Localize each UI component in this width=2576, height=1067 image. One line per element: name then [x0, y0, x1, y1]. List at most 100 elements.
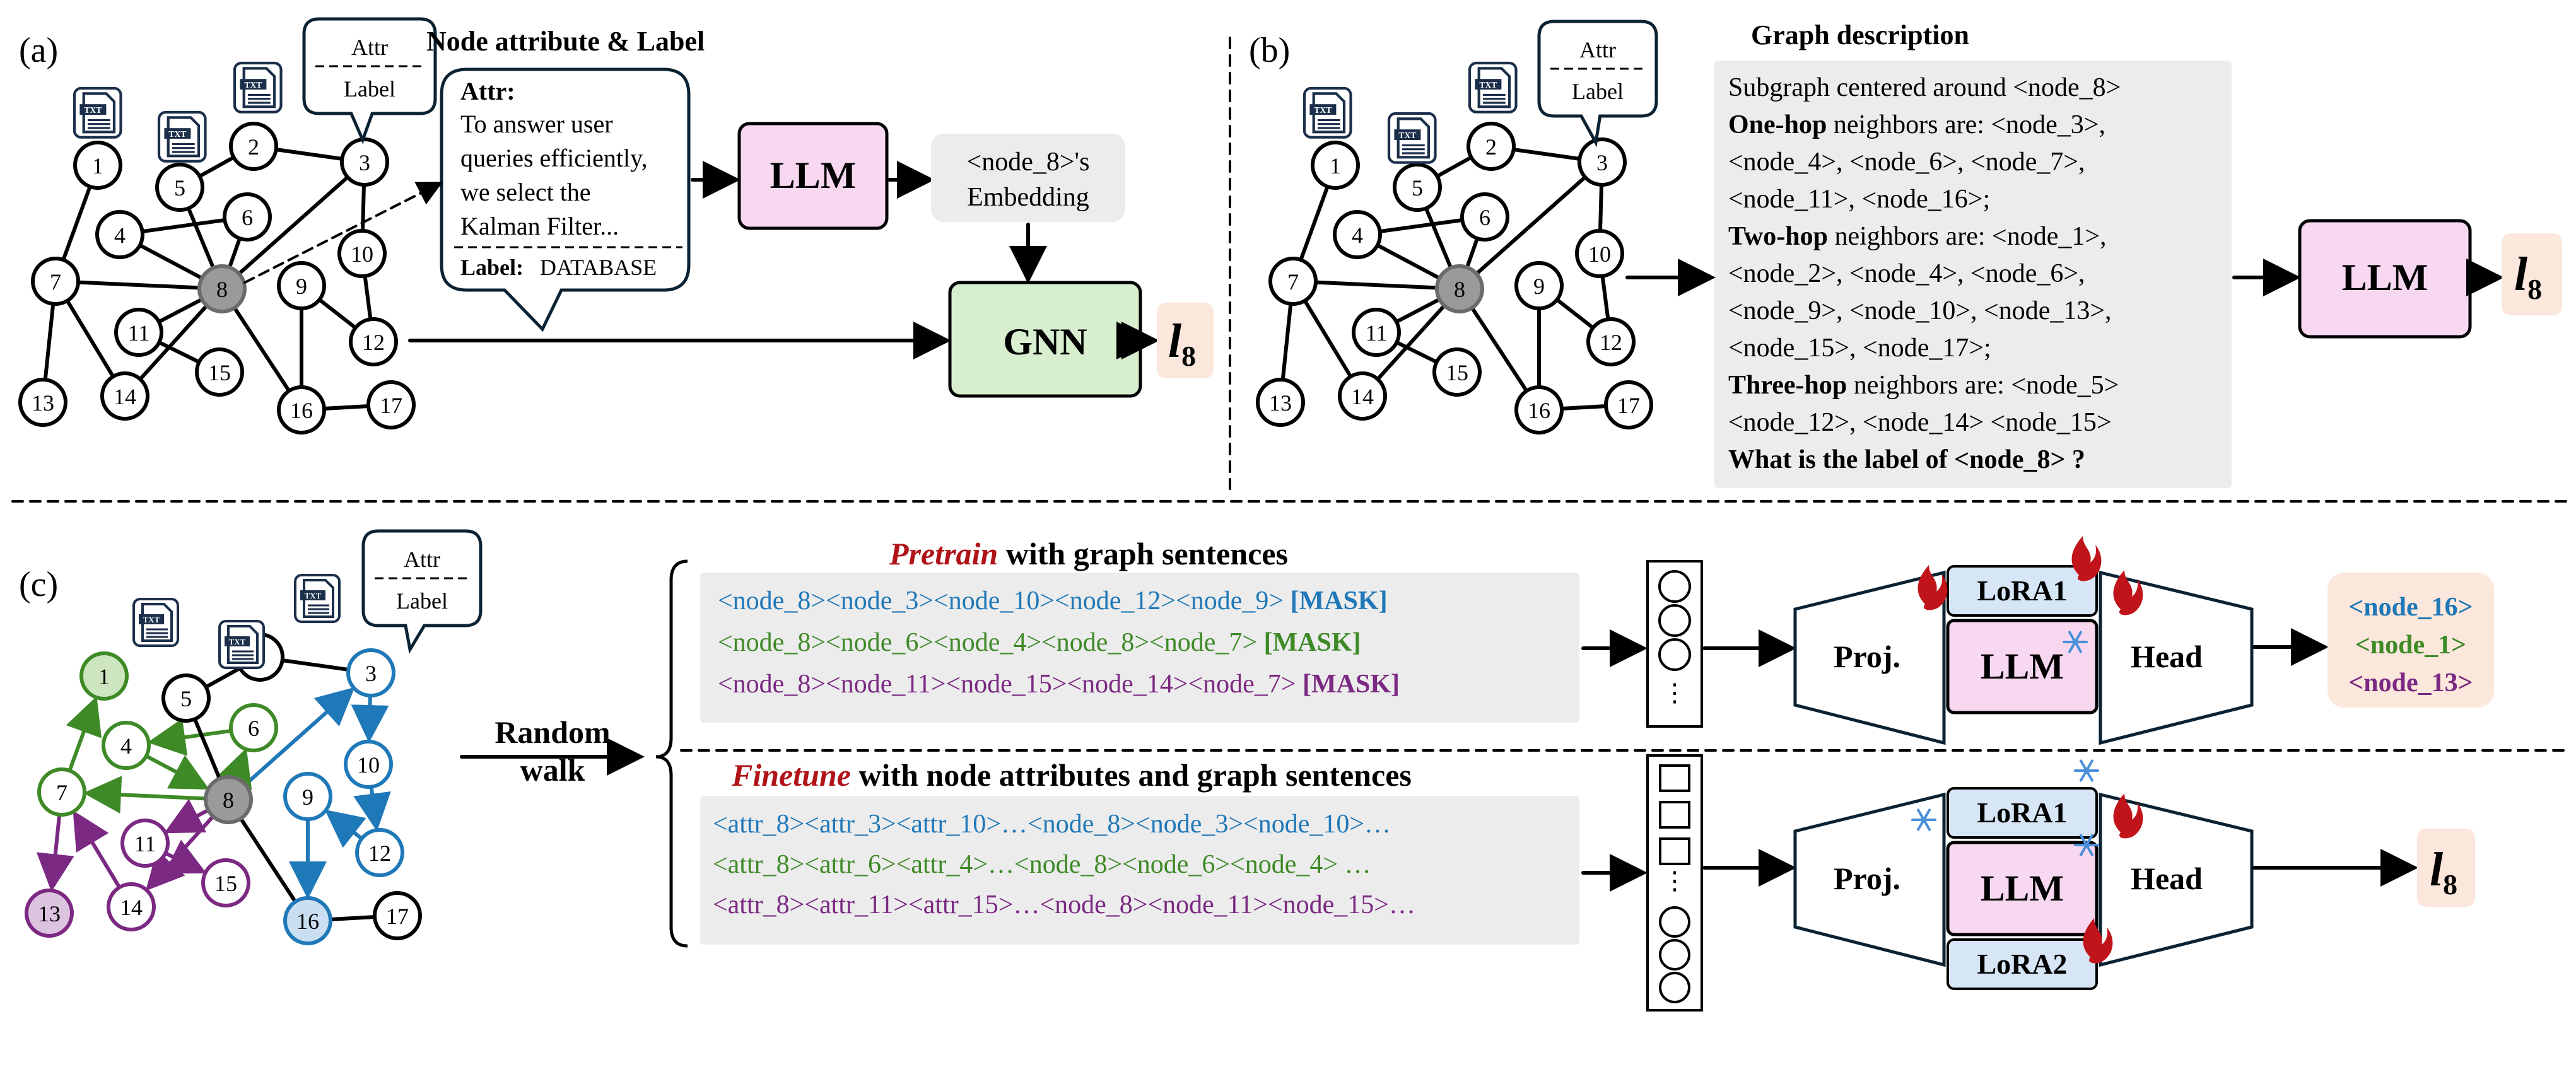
document-icon: TXT [1387, 112, 1437, 164]
output-subscript: 8 [1181, 340, 1196, 372]
node-circle [31, 257, 80, 306]
description-bold: Two-hop [1728, 222, 1828, 251]
finetune-lora2-box [1947, 938, 2098, 990]
node-label: 6 [248, 716, 259, 741]
node-circle [373, 891, 422, 940]
pretrain-sentence-box [700, 573, 1579, 723]
walk-edge [145, 815, 215, 891]
description-bold: What is the label of <node_8> ? [1728, 445, 2085, 474]
graph-node-1: 1 [1311, 141, 1360, 190]
output-box-c [2417, 829, 2475, 907]
walk-edge [83, 776, 206, 814]
output-subscript: 8 [2443, 868, 2457, 901]
pretrain-head-label: Head [2131, 639, 2203, 674]
node-label: 4 [1352, 223, 1363, 248]
snowflake-core [2072, 639, 2078, 645]
finetune-title: Finetune with node attributes and graph … [731, 757, 1412, 793]
graph-node-7: 7 [1268, 257, 1318, 306]
snowflake-core [1921, 817, 1927, 823]
pretrain-llm-label: LLM [1981, 646, 2064, 687]
document-icon: TXT [73, 86, 122, 139]
graph-node-11: 11 [120, 819, 170, 868]
token-circle [1659, 906, 1690, 938]
graph-node-3: 3 [340, 137, 389, 187]
node-circle [366, 380, 416, 429]
graph-node-3: 3 [1578, 137, 1627, 187]
pretrain-sentence: <node_8><node_3><node_10><node_12><node_… [718, 586, 1388, 615]
node-label: 3 [365, 661, 377, 686]
pretrain-output-box [2327, 573, 2494, 708]
graph-node-16: 16 [277, 385, 326, 434]
node-circle [1268, 257, 1318, 306]
walk-edge [66, 696, 102, 772]
graph-node-7: 7 [37, 767, 86, 817]
node-label: 13 [1269, 390, 1292, 416]
snowflake-icon [1911, 808, 1936, 831]
bubble-label-text: Label [344, 76, 395, 102]
flame-shape [1917, 565, 1948, 610]
graph-node-3: 3 [346, 648, 395, 697]
icon-tag [225, 636, 250, 646]
node-label: 10 [1588, 242, 1611, 267]
graph-node-14: 14 [107, 882, 156, 931]
token-circle [1658, 604, 1691, 637]
node-circle [223, 192, 272, 242]
finetune-sentence: <attr_8><attr_6><attr_4>…<node_8><node_6… [713, 850, 1371, 879]
graph-node-4: 4 [1333, 210, 1382, 259]
node-label: 7 [50, 269, 61, 294]
output-subscript: 8 [2527, 273, 2542, 305]
attr-line: we select the [460, 178, 591, 206]
llm-label-a: LLM [770, 155, 857, 196]
finetune-llm-label: LLM [1981, 868, 2064, 909]
icon-tag [240, 79, 267, 90]
description-line: <node_9>, <node_10>, <node_13>, [1728, 296, 2112, 325]
bubble-label-text: Label [396, 588, 448, 614]
node-circle [1338, 371, 1387, 421]
attr-token [1659, 837, 1690, 865]
graph-node-9: 9 [283, 772, 332, 821]
node-label: 2 [1485, 134, 1497, 160]
graph-node-9: 9 [277, 261, 326, 310]
description-text: <node_11>, <node_16>; [1728, 185, 1990, 214]
token-circle [1659, 972, 1690, 1003]
flame-shape [2113, 793, 2143, 839]
node-circle [1578, 137, 1627, 187]
flame-icon [2113, 570, 2143, 615]
node-label: 11 [1366, 320, 1388, 346]
attr-token [1659, 764, 1690, 792]
document-icon: TXT [218, 620, 265, 669]
walk-edge [145, 754, 209, 790]
node-label: 5 [180, 686, 192, 711]
node-label: 7 [1287, 269, 1299, 294]
description-text: <node_12>, <node_14> <node_15> [1728, 408, 2112, 437]
graph-node-13: 13 [1256, 378, 1305, 427]
description-line: <node_4>, <node_6>, <node_7>, [1728, 148, 2085, 177]
graph-edge [221, 160, 366, 291]
description-line: <node_2>, <node_4>, <node_6>, [1728, 259, 2085, 288]
node-label: 7 [56, 780, 67, 805]
node-label: 12 [1600, 330, 1622, 355]
gnn-label: GNN [1003, 321, 1087, 363]
embedding-line: Embedding [967, 183, 1089, 212]
graph-node-5: 5 [1393, 163, 1442, 212]
snowflake-core [2083, 767, 2090, 774]
description-text: neighbors are: <node_3>, [1827, 110, 2105, 139]
walk-edge [324, 809, 366, 848]
node-label: 6 [242, 205, 253, 230]
node-label: 12 [362, 330, 385, 355]
graph-node-8: 8 [1435, 264, 1484, 313]
predicted-node: <node_1> [2355, 631, 2466, 660]
node-label: 1 [1330, 153, 1341, 178]
graph-node-6: 6 [223, 192, 272, 242]
mask-token: [MASK] [1303, 670, 1400, 699]
node-label: 9 [302, 784, 313, 810]
node-circle [155, 163, 204, 212]
finetune-title-em: Finetune [731, 757, 851, 793]
description-text: <node_9>, <node_10>, <node_13>, [1728, 296, 2112, 325]
llm-label-b: LLM [2342, 257, 2428, 298]
node-label: 15 [1446, 360, 1468, 385]
bubble-label-text: Label [1572, 79, 1624, 104]
